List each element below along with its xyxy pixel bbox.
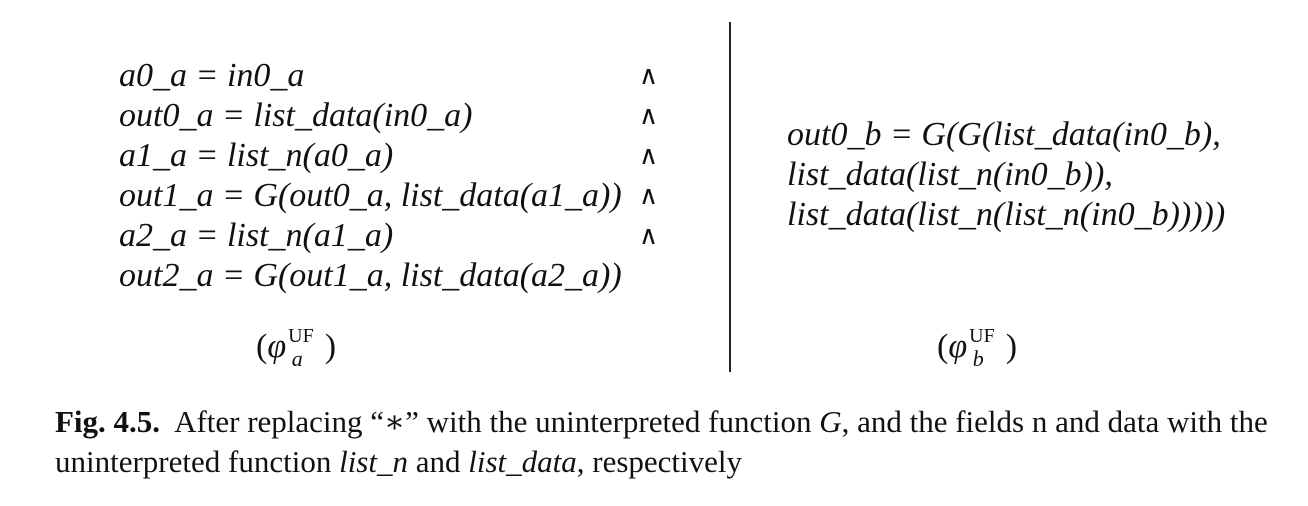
equation-row: out2_a = G(out1_a, list_data(a2_a))	[119, 256, 622, 296]
caption-text: , respectively	[576, 444, 743, 479]
conjunction-symbol: ∧	[639, 101, 659, 131]
paren-open: (	[937, 328, 949, 365]
equation: a0_a = in0_a	[119, 57, 305, 94]
equation-line: list_data(list_n(list_n(in0_b)))))	[787, 196, 1226, 233]
caption-math-list-data: list_data	[468, 444, 577, 479]
figure-caption: Fig. 4.5. After replacing “∗” with the un…	[55, 402, 1285, 482]
superscript: UF	[969, 325, 995, 347]
caption-text: , and the fields n and data with the uni…	[55, 404, 1268, 479]
paren-open: (	[256, 328, 268, 365]
equation-row: out0_a = list_data(in0_a) ∧	[119, 96, 658, 136]
subscript: a	[291, 346, 303, 371]
equation: a1_a = list_n(a0_a)	[119, 137, 394, 174]
right-equations: out0_b = G(G(list_data(in0_b), list_data…	[787, 115, 1225, 235]
equation: out2_a = G(out1_a, list_data(a2_a))	[119, 257, 622, 294]
left-equations: a0_a = in0_a ∧ out0_a = list_data(in0_a)…	[119, 56, 658, 296]
equation: a2_a = list_n(a1_a)	[119, 217, 394, 254]
phi-symbol: φ	[267, 328, 287, 365]
equation-line: out0_b = G(G(list_data(in0_b),	[787, 116, 1221, 153]
subscript: b	[972, 346, 984, 371]
equation: out1_a = G(out0_a, list_data(a1_a))	[119, 177, 622, 214]
caption-math-list-n: list_n	[339, 444, 408, 479]
equation-row: a2_a = list_n(a1_a) ∧	[119, 216, 658, 256]
equation-row: a0_a = in0_a ∧	[119, 56, 658, 96]
superscript: UF	[288, 325, 314, 347]
phi-symbol: φ	[948, 328, 968, 365]
figure-label: Fig. 4.5.	[55, 404, 161, 439]
conjunction-symbol: ∧	[639, 61, 659, 91]
column-divider	[729, 22, 731, 372]
equation-row: a1_a = list_n(a0_a) ∧	[119, 136, 658, 176]
paren-close: )	[1005, 328, 1018, 365]
equation-line: list_data(list_n(in0_b)),	[787, 156, 1113, 193]
conjunction-symbol: ∧	[639, 181, 659, 211]
caption-math-G: G	[819, 404, 842, 439]
equation: out0_a = list_data(in0_a)	[119, 97, 473, 134]
equation-row: out1_a = G(out0_a, list_data(a1_a)) ∧	[119, 176, 658, 216]
caption-text: and	[407, 444, 469, 479]
conjunction-symbol: ∧	[639, 141, 659, 171]
caption-text: After replacing “∗” with the uninterpret…	[174, 404, 820, 439]
conjunction-symbol: ∧	[639, 221, 659, 251]
paren-close: )	[324, 328, 337, 365]
